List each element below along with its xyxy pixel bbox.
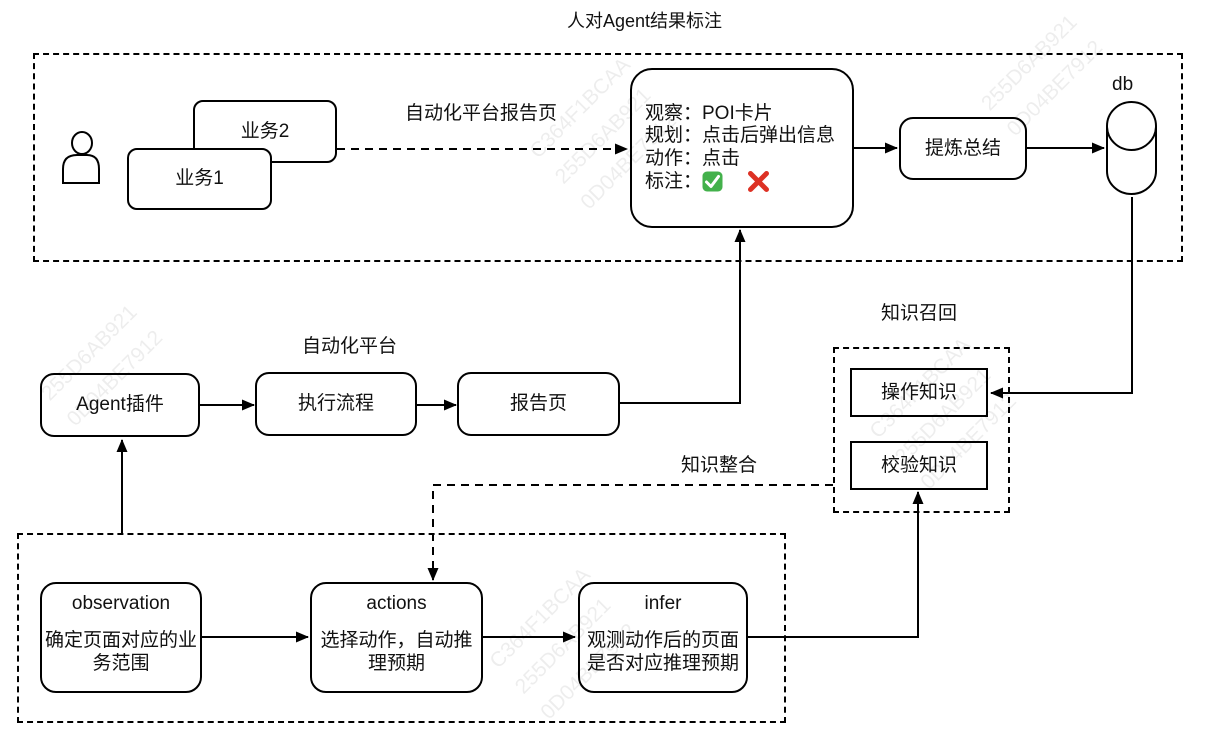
business-card-1-label: 业务1 (175, 168, 224, 189)
arrow-recall-to-actions (427, 484, 833, 581)
verification-knowledge-box: 校验知识 (850, 441, 988, 490)
arrow-infer-to-verification (748, 491, 924, 638)
arrow-report-to-annotation (620, 229, 746, 404)
actions-title: actions (366, 593, 427, 614)
reject-cross-icon (747, 170, 770, 193)
arrow-db-to-operation-knowledge (990, 197, 1133, 399)
annotation-observe-line: 观察：POI卡片 (645, 102, 773, 124)
exec-flow-box: 执行流程 (255, 372, 417, 436)
reasoning-loop-region (17, 533, 786, 723)
person-icon (62, 131, 100, 184)
infer-box: infer 观测动作后的页面是否对应推理预期 (578, 582, 748, 693)
report-page-arrow-label: 自动化平台报告页 (405, 103, 558, 124)
annotation-plan-line: 规划：点击后弹出信息 (645, 125, 836, 147)
operation-knowledge-label: 操作知识 (880, 381, 957, 403)
knowledge-integration-label: 知识整合 (681, 455, 758, 476)
actions-box: actions 选择动作，自动推理预期 (310, 582, 483, 693)
business-card-1: 业务1 (127, 148, 272, 210)
approve-check-icon (702, 171, 723, 192)
agent-plugin-label: Agent插件 (76, 394, 164, 415)
annotation-mark-line: 标注： (645, 170, 852, 193)
observation-box: observation 确定页面对应的业务范围 (40, 582, 202, 693)
operation-knowledge-box: 操作知识 (850, 368, 988, 417)
database-cylinder-icon (1106, 101, 1157, 195)
knowledge-recall-label: 知识召回 (881, 303, 958, 324)
business-card-2-label: 业务2 (240, 120, 290, 142)
report-page-box: 报告页 (457, 372, 620, 436)
annotation-action-line: 动作：点击 (645, 147, 741, 169)
knowledge-recall-region (833, 347, 1010, 513)
db-label: db (1112, 74, 1134, 95)
summary-box: 提炼总结 (899, 117, 1027, 180)
actions-desc: 选择动作，自动推理预期 (320, 630, 473, 674)
automation-platform-label: 自动化平台 (302, 336, 398, 357)
annotation-mark-prefix: 标注： (645, 170, 703, 192)
infer-title: infer (644, 593, 682, 614)
infer-desc: 观测动作后的页面是否对应推理预期 (586, 630, 739, 674)
annotation-result-card: 观察：POI卡片 规划：点击后弹出信息 动作：点击 标注： (630, 68, 854, 228)
report-page-label: 报告页 (509, 393, 567, 414)
observation-title: observation (71, 593, 171, 614)
agent-plugin-box: Agent插件 (40, 373, 200, 437)
observation-desc: 确定页面对应的业务范围 (44, 630, 197, 674)
diagram-title: 人对Agent结果标注 (567, 11, 723, 31)
exec-flow-label: 执行流程 (297, 393, 374, 414)
human-annotation-region (33, 53, 1183, 262)
verification-knowledge-label: 校验知识 (880, 454, 957, 476)
summary-box-label: 提炼总结 (924, 137, 1001, 159)
